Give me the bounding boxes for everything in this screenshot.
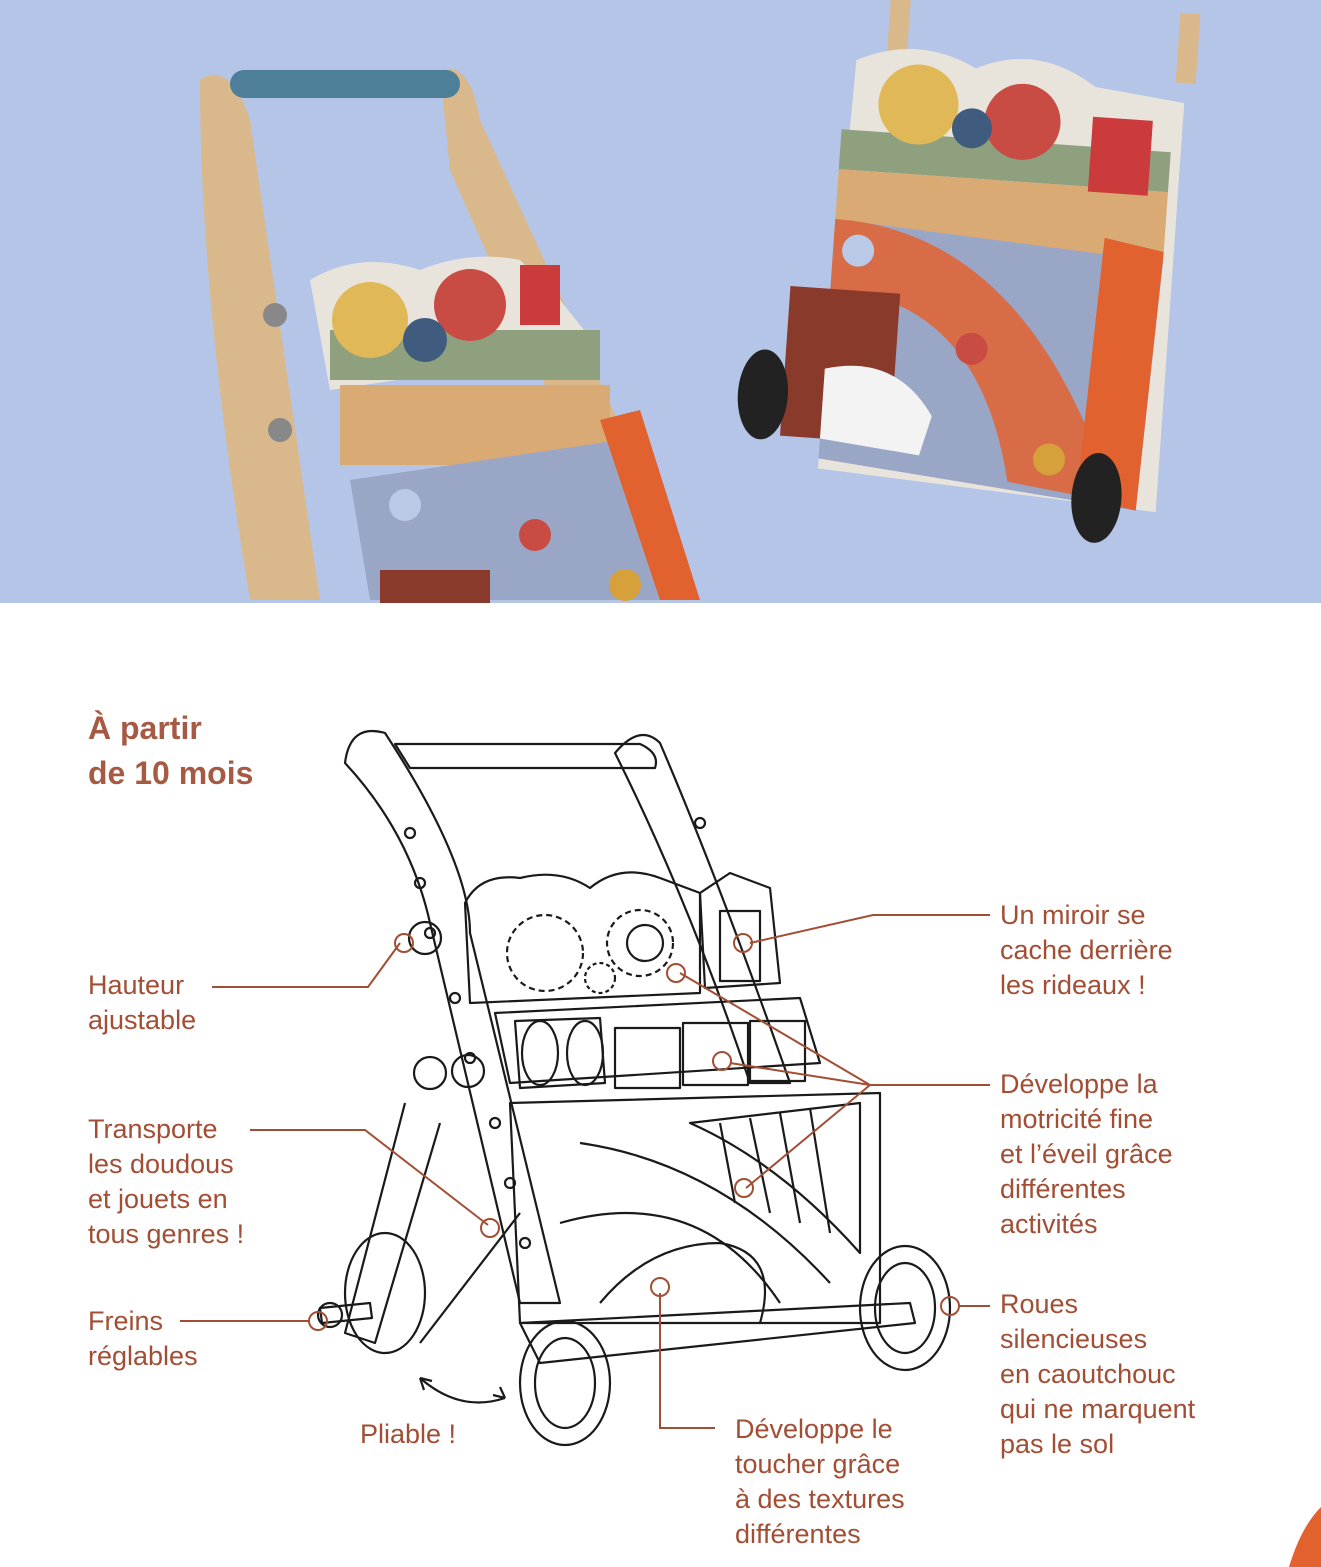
callout-wheels: Roues silencieuses en caoutchouc qui ne … <box>1000 1289 1196 1459</box>
age-line-1: À partir <box>88 710 202 746</box>
callout-height: Hauteur ajustable <box>88 970 197 1035</box>
callout-carry: Transporte les doudous et jouets en tous… <box>88 1114 245 1249</box>
corner-accent <box>1289 1507 1321 1567</box>
callout-touch: Développe le toucher grâce à des texture… <box>735 1414 905 1549</box>
product-photo <box>0 0 1321 603</box>
callout-foldable: Pliable ! <box>360 1419 457 1449</box>
walker-line-illustration <box>180 729 990 1447</box>
walker-right <box>737 0 1201 543</box>
age-line-2: de 10 mois <box>88 755 254 791</box>
callout-motor: Développe la motricité fine et l’éveil g… <box>1000 1069 1173 1239</box>
feature-diagram: À partir de 10 mois Hauteur ajustable Tr… <box>0 603 1321 1567</box>
callout-brakes: Freins réglables <box>88 1306 198 1371</box>
walker-left <box>200 68 700 603</box>
callout-mirror: Un miroir se cache derrière les rideaux … <box>1000 900 1173 1000</box>
walker-photo-drawing <box>200 0 1201 603</box>
